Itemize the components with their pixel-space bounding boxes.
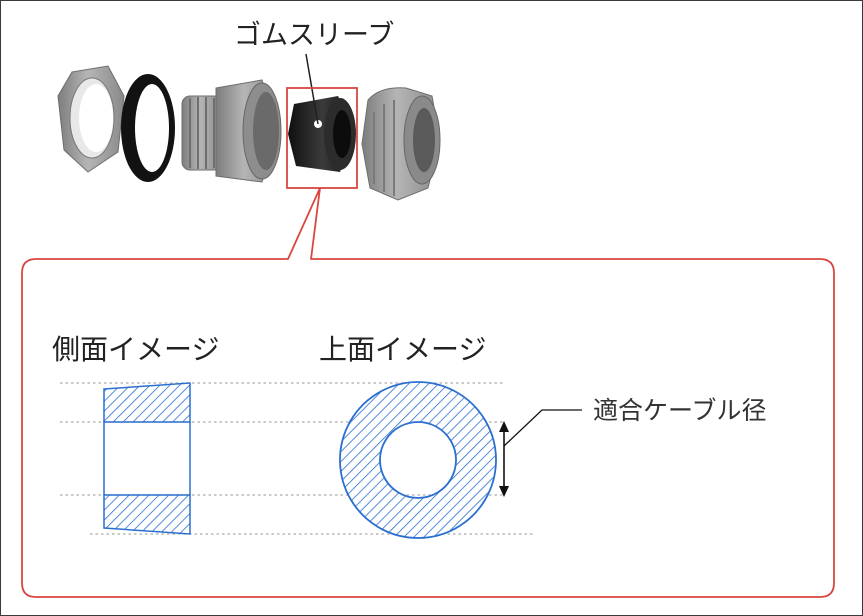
sleeve-label: ゴムスリーブ <box>234 20 395 51</box>
cable-diameter-dimension <box>499 409 582 497</box>
cable-diameter-label: 適合ケーブル径 <box>593 396 767 425</box>
side-view-section <box>103 382 191 535</box>
hex-locknut-icon <box>57 65 125 173</box>
top-view-ring <box>339 381 497 539</box>
threaded-body-icon <box>181 79 282 183</box>
gland-cap-icon <box>361 87 441 201</box>
rubber-sleeve-icon <box>288 53 356 172</box>
sleeve-highlight-box <box>286 87 358 189</box>
top-view-title: 上面イメージ <box>319 333 487 366</box>
gasket-ring-icon <box>121 74 175 182</box>
side-view-title: 側面イメージ <box>52 333 220 366</box>
callout-line <box>305 53 319 125</box>
